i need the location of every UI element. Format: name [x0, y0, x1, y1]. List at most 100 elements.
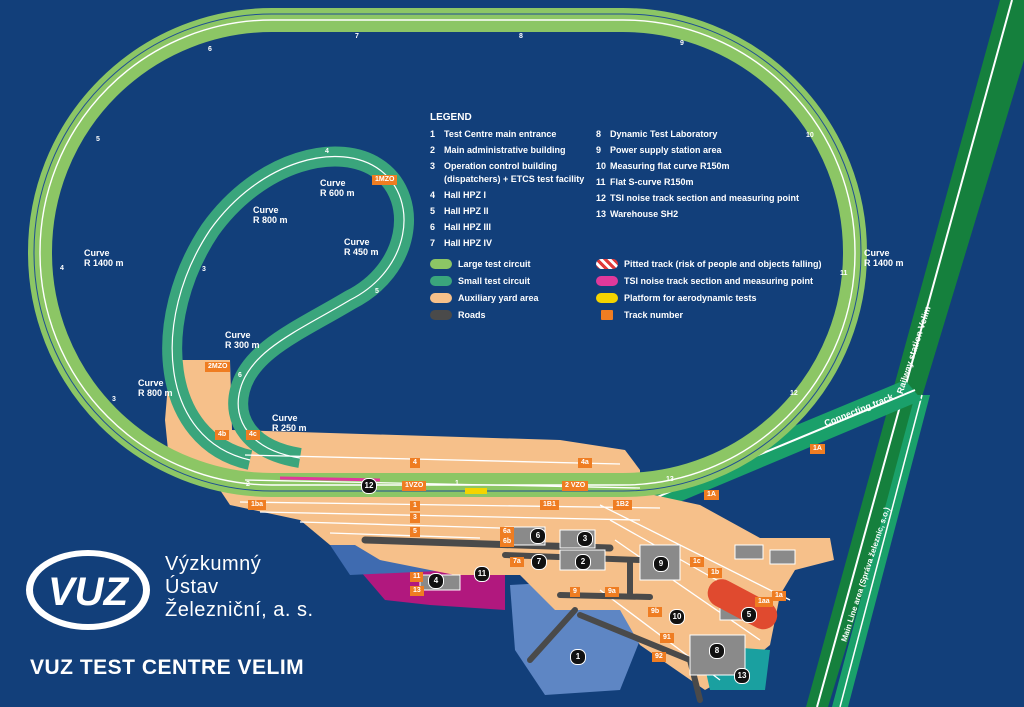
km-marker: 13 — [666, 476, 674, 483]
km-marker: 3 — [112, 396, 116, 403]
swatch-item: Large test circuit — [430, 255, 539, 272]
legend-number: 9 — [596, 145, 602, 155]
track-number-badge: 7a — [510, 557, 524, 567]
building-number-7: 7 — [531, 554, 547, 570]
swatch-color — [596, 275, 618, 286]
swatch-color — [596, 292, 618, 303]
building-number-11: 11 — [474, 566, 490, 582]
track-number-badge: 1aa — [755, 597, 773, 607]
track-number-badge: 1MZO — [372, 175, 398, 185]
curve-label-large-right: Curve R 1400 m — [864, 248, 904, 268]
km-marker: 10 — [806, 132, 814, 139]
swatch-color — [596, 258, 618, 269]
km-marker: 7 — [355, 33, 359, 40]
swatch-item: Platform for aerodynamic tests — [596, 289, 822, 306]
building-number-9: 9 — [653, 556, 669, 572]
km-marker: 4 — [325, 148, 329, 155]
swatch-item: TSI noise track section and measuring po… — [596, 272, 822, 289]
legend-text: Main administrative building — [444, 145, 566, 155]
legend-text: Hall HPZ III — [444, 222, 492, 232]
swatch-label: Platform for aerodynamic tests — [624, 292, 757, 303]
km-marker: 5 — [96, 136, 100, 143]
track-number-badge: 1VZO — [402, 481, 427, 491]
track-number-badge: 5 — [410, 527, 420, 537]
logo-line-1: Výzkumný — [165, 553, 262, 575]
legend-text: Test Centre main entrance — [444, 129, 557, 139]
logo-words: Výzkumný Ústav Železniční, a. s. — [165, 553, 314, 622]
legend-number: 13 — [596, 209, 607, 219]
swatch-item: Roads — [430, 306, 539, 323]
km-marker: 8 — [519, 33, 523, 40]
track-number-badge: 2 VZO — [562, 481, 589, 491]
swatch-color — [430, 309, 452, 320]
swatch-label: Small test circuit — [458, 275, 531, 286]
legend-text: Hall HPZ I — [444, 190, 487, 200]
track-number-badge: 11 — [410, 572, 424, 582]
legend-right-item: 11 Flat S-curve R150m — [596, 176, 826, 189]
swatch-label: Roads — [458, 309, 486, 320]
legend-text: TSI noise track section and measuring po… — [610, 193, 800, 203]
logo-mark: VUZ — [48, 570, 130, 614]
track-number-badge: 9 — [570, 587, 580, 597]
track-number-badge: 1B1 — [540, 500, 559, 510]
km-marker: 5 — [375, 288, 379, 295]
swatch-color — [430, 292, 452, 303]
hall-5-oval — [707, 579, 778, 630]
swatch-label: Auxiliary yard area — [458, 292, 539, 303]
curve-label-r800-left: Curve R 800 m — [138, 378, 173, 398]
legend-number: 4 — [430, 190, 436, 200]
legend-left-item: 6 Hall HPZ III — [430, 221, 600, 234]
legend-text: Warehouse SH2 — [610, 209, 679, 219]
building-number-10: 10 — [669, 609, 685, 625]
curve-label-r250: Curve R 250 m — [272, 413, 307, 433]
main-line — [806, 0, 1024, 707]
track-number-badge: 6b — [500, 537, 515, 547]
track-number-badge: 1ba — [248, 500, 267, 510]
curve-label-large-left: Curve R 1400 m — [84, 248, 124, 268]
track-number-badge: 1c — [690, 557, 704, 567]
legend-left-item: 5 Hall HPZ II — [430, 205, 600, 218]
legend-number: 7 — [430, 238, 436, 248]
legend-text: Hall HPZ II — [444, 206, 489, 216]
building-number-1: 1 — [570, 649, 586, 665]
legend-text: Flat S-curve R150m — [610, 177, 694, 187]
logo-line-3: Železniční, a. s. — [165, 599, 314, 621]
km-marker: 6 — [208, 46, 212, 53]
legend-number: 10 — [596, 161, 607, 171]
km-marker: 3 — [202, 266, 206, 273]
legend-swatches-right: Pitted track (risk of people and objects… — [596, 255, 822, 323]
building-number-12: 12 — [361, 478, 377, 494]
building-number-5: 5 — [741, 607, 757, 623]
km-marker: 11 — [840, 270, 848, 277]
swatch-color — [430, 258, 452, 269]
legend-left-item: 4 Hall HPZ I — [430, 189, 600, 202]
building-number-2: 2 — [575, 554, 591, 570]
swatch-item: Small test circuit — [430, 272, 539, 289]
page-title: VUZ TEST CENTRE VELIM — [30, 656, 305, 679]
legend-number: 8 — [596, 129, 602, 139]
track-number-badge: 1A — [810, 444, 825, 454]
km-marker: 9 — [680, 40, 684, 47]
track-number-badge: 1B2 — [613, 500, 632, 510]
legend-number: 6 — [430, 222, 436, 232]
aero-platform — [465, 488, 487, 494]
track-number-badge: 92 — [652, 652, 666, 662]
legend-number: 11 — [596, 177, 606, 187]
km-marker: 2 — [246, 481, 250, 488]
legend-number: 5 — [430, 206, 436, 216]
track-number-badge: 9a — [605, 587, 619, 597]
curve-label-r450: Curve R 450 m — [344, 237, 379, 257]
swatch-label: Large test circuit — [458, 258, 531, 269]
km-marker: 12 — [790, 390, 798, 397]
